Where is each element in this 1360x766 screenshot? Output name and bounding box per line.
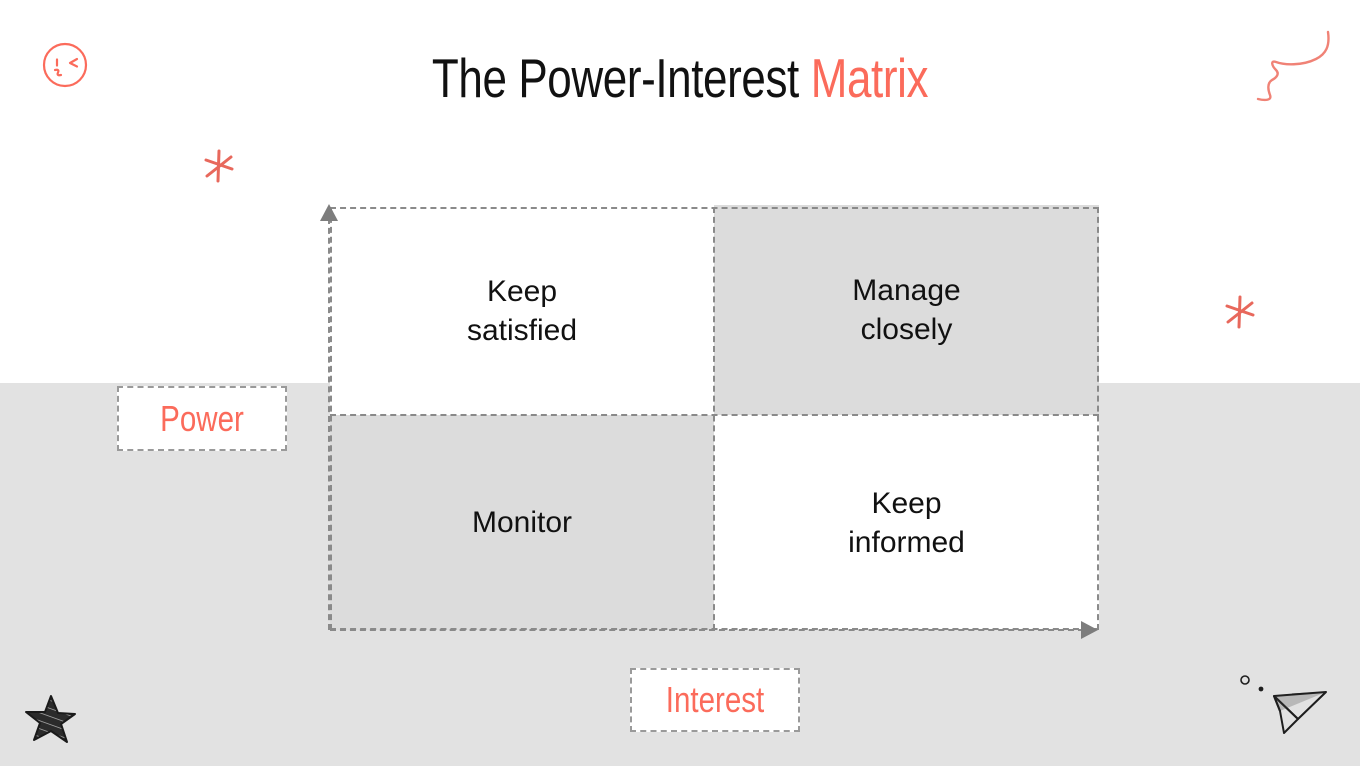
quadrant-label: Keep informed [848,486,965,559]
quadrant-manage-closely[interactable]: Manage closely [714,205,1099,415]
quadrant-label: Manage closely [852,274,961,346]
title-main-text: The Power-Interest [431,47,811,109]
quadrant-label: Monitor [471,506,573,539]
quadrant-keep-satisfied[interactable]: Keep satisfied [330,207,714,415]
x-axis-line [330,629,1084,631]
y-axis-arrow-icon [320,204,338,221]
y-axis-label-card[interactable]: Power [117,386,287,451]
y-axis-label-text: Power [160,397,244,439]
x-axis-label-text: Interest [665,679,765,720]
page-title: The Power-Interest Matrix [136,46,1224,110]
title-accent-text: Matrix [810,47,929,109]
quadrant-label: Keep satisfied [466,275,578,347]
x-axis-arrow-icon [1081,621,1098,639]
x-axis-label-card[interactable]: Interest [630,668,800,732]
quadrant-monitor[interactable]: Monitor [330,415,714,630]
quadrant-keep-informed[interactable]: Keep informed [714,415,1099,630]
y-axis-line [328,218,330,630]
